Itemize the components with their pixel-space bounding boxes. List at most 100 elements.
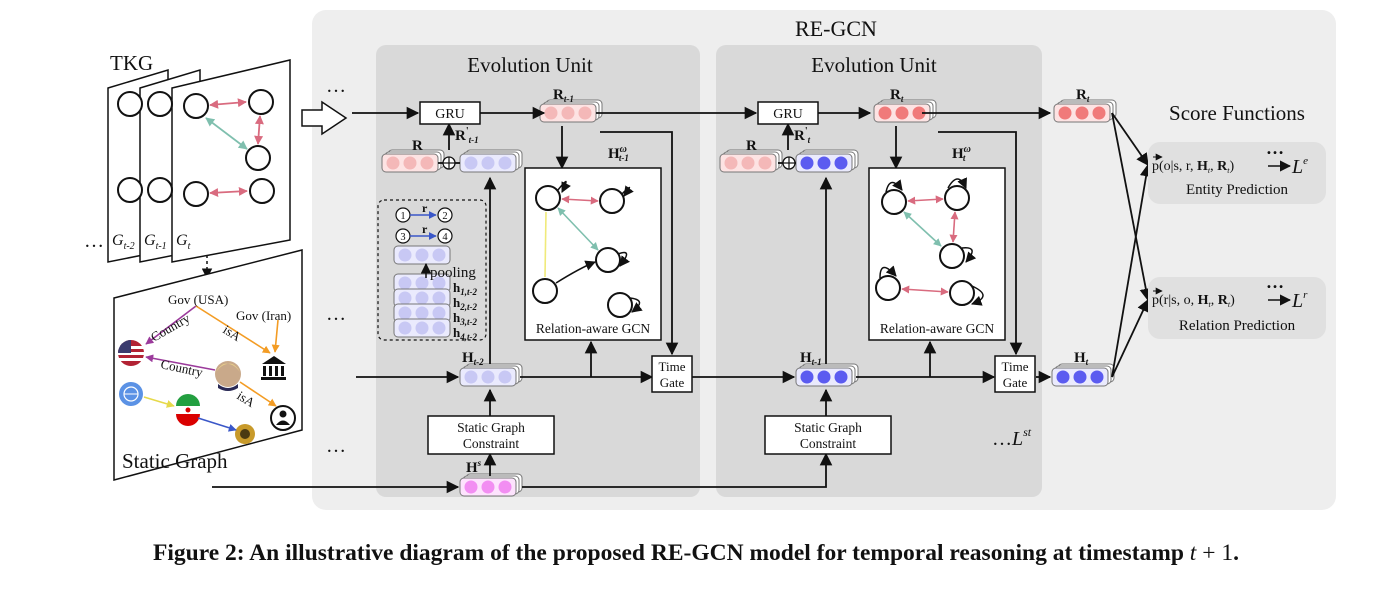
tkg-graph-stack	[107, 59, 291, 263]
sgc-label-1b: Constraint	[463, 436, 519, 451]
graph-label-t-2: Gt-2	[112, 232, 135, 252]
svg-text:h1,t-2: h1,t-2	[453, 280, 477, 297]
figure-caption: Figure 2: An illustrative diagram of the…	[0, 540, 1392, 567]
person-icon	[270, 405, 296, 431]
sgc-label-1a: Static Graph	[457, 420, 525, 435]
static-graph-plane	[113, 249, 303, 481]
time-gate-label-2b: Gate	[1003, 375, 1028, 390]
pool-node-4: 4	[442, 232, 448, 243]
vector-r-prime-2	[795, 149, 859, 173]
re-gcn-title: RE-GCN	[795, 16, 877, 41]
layers-label: …Lst	[992, 425, 1032, 450]
label-h-in-1: Ht-2	[462, 350, 484, 367]
label-r-out: Rt	[1076, 87, 1090, 104]
graph-label-t: Gt	[176, 232, 191, 252]
relation-aware-gcn-2	[868, 167, 1006, 341]
caption-text: Figure 2: An illustrative diagram of the…	[153, 540, 1190, 566]
ellipsis-top: …	[326, 75, 346, 97]
svg-text:Le: Le	[1291, 155, 1308, 178]
pooling-label: pooling	[430, 265, 476, 281]
vector-pool-h-2	[393, 288, 451, 308]
static-graph-label: Static Graph	[122, 449, 228, 473]
time-gate-label-1a: Time	[659, 359, 686, 374]
label-h-out: Ht	[1074, 350, 1089, 367]
relation-aware-gcn-1	[524, 167, 662, 341]
vector-r-t	[873, 99, 937, 123]
caption-math-rest: + 1	[1196, 540, 1234, 566]
pool-h-labels: h1,t-2 h2,t-2 h3,t-2 h4,t-2	[453, 280, 477, 342]
pool-edge-r-2: r	[422, 222, 428, 236]
svg-text:Gt-2: Gt-2	[112, 232, 135, 252]
tkg-ellipsis: …	[84, 230, 104, 252]
label-r-in-2: Rt	[890, 87, 904, 104]
sgc-label-2a: Static Graph	[794, 420, 862, 435]
gru-label-1: GRU	[435, 107, 465, 122]
ellipsis-bot: …	[326, 435, 346, 457]
oplus-icon	[782, 156, 796, 170]
vector-h-t-2	[459, 363, 523, 387]
emblem-icon	[235, 424, 255, 444]
time-gate-box-1	[651, 355, 693, 393]
entity-formula: p(o|s, r, Ht, Rt) … Le	[1152, 138, 1308, 178]
vector-r-prime-1	[459, 149, 523, 173]
pool-node-2: 2	[442, 211, 447, 222]
vector-h-static	[459, 473, 523, 497]
svg-text:p(r|s, o, Ht, Rt): p(r|s, o, Ht, Rt)	[1152, 293, 1235, 309]
label-r-prime-1: R't-1	[455, 126, 479, 145]
vector-pool-h-4	[393, 318, 451, 338]
static-edge-gov-iran: Gov (Iran)	[236, 308, 291, 323]
gru-box-2	[757, 101, 819, 125]
entity-prediction-box	[1148, 142, 1326, 204]
government-building-icon	[261, 356, 286, 380]
label-r-in-1: Rt-1	[553, 87, 574, 104]
vector-pool-h-3	[393, 303, 451, 323]
tkg-label: TKG	[110, 51, 153, 75]
svg-text:Gt: Gt	[176, 232, 191, 252]
label-r-static-2: R	[746, 138, 757, 154]
svg-text:Lr: Lr	[1291, 289, 1308, 312]
time-gate-box-2	[994, 355, 1036, 393]
pool-edge-r-1: r	[422, 201, 428, 215]
usa-flag-icon	[118, 340, 144, 366]
label-r-prime-2: R't	[794, 126, 811, 145]
label-r-static-1: R	[412, 138, 423, 154]
svg-text:…: …	[1266, 138, 1284, 158]
iran-flag-icon	[176, 394, 200, 426]
vector-r-static-1	[381, 149, 445, 173]
caption-math-t: t	[1189, 540, 1197, 566]
svg-text:h3,t-2: h3,t-2	[453, 310, 477, 327]
person-photo-icon	[215, 361, 241, 391]
svg-text:h4,t-2: h4,t-2	[453, 325, 477, 342]
tkg-input-arrow	[301, 100, 348, 136]
pooling-box	[377, 199, 487, 341]
sgc-box-2	[764, 415, 892, 455]
ellipsis-mid: …	[326, 303, 346, 325]
graph-label-t-1: Gt-1	[144, 232, 167, 252]
time-gate-label-2a: Time	[1002, 359, 1029, 374]
vector-r-static-2	[719, 149, 783, 173]
embedding-vectors	[381, 99, 1117, 497]
score-functions-title: Score Functions	[1169, 101, 1305, 125]
relation-prediction-label: Relation Prediction	[1179, 318, 1296, 334]
label-h-in-2: Ht-1	[800, 350, 822, 367]
flow-lines	[212, 106, 1153, 494]
svg-text:…: …	[1266, 272, 1284, 292]
gru-box-1	[419, 101, 481, 125]
static-edge-gov-usa: Gov (USA)	[168, 292, 228, 307]
sgc-label-2b: Constraint	[800, 436, 856, 451]
gcn-label-1: Relation-aware GCN	[536, 321, 651, 336]
caption-period: .	[1233, 540, 1239, 566]
un-logo-icon	[119, 382, 143, 406]
time-gate-label-1b: Gate	[660, 375, 685, 390]
svg-text:h2,t-2: h2,t-2	[453, 295, 477, 312]
sgc-box-1	[427, 415, 555, 455]
relation-formula: p(r|s, o, Ht, Rt) … Lr	[1152, 272, 1308, 312]
vector-h-t-1	[795, 363, 859, 387]
gcn-label-2: Relation-aware GCN	[880, 321, 995, 336]
pool-node-3: 3	[400, 232, 405, 243]
pool-node-1: 1	[400, 211, 405, 222]
vector-h-out	[1051, 363, 1115, 387]
